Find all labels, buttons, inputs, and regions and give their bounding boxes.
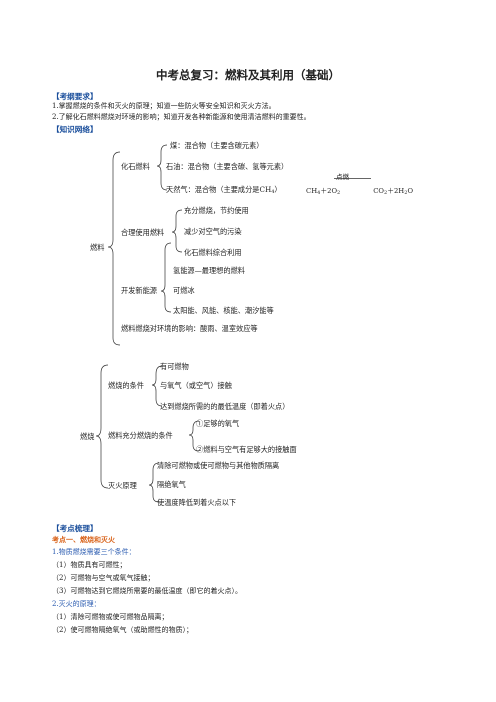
fuel-tree-coal: 煤：混合物（主要含碳元素）	[170, 141, 264, 150]
section-1-item-3: （3）可燃物达到它燃烧所需要的最低温度（即它的着火点）。	[52, 587, 242, 595]
fuel-tree-rational: 合理使用燃料	[121, 228, 165, 237]
requirement-item-2: 2.了解化石燃料燃烧对环境的影响；知道开发各种新能源和使用清洁燃料的重要性。	[52, 113, 311, 121]
exam-requirements-heading: 【考纲要求】	[52, 92, 98, 101]
fuel-tree-fossil: 化石燃料	[121, 162, 150, 171]
fuel-tree-rational-3: 化石燃料综合利用	[184, 248, 242, 257]
burn-tree-full-1: ①足够的氧气	[196, 419, 240, 428]
burn-tree-ext-3: 使温度降低到着火点以下	[157, 498, 237, 507]
burn-tree-cond-3: 达到燃烧所需的的最低温度（即着火点）	[160, 402, 290, 411]
knowledge-network-heading: 【知识网络】	[52, 125, 98, 134]
section-1-item-2: （2）可燃物与空气或氧气接触；	[52, 574, 155, 582]
fuel-tree-oil: 石油：混合物（主要含碳、氢等元素）	[166, 162, 289, 171]
fuel-tree-newenergy-1: 氢能源—最理想的燃料	[173, 266, 245, 275]
section-2-title: 2.灭火的原理：	[52, 600, 101, 608]
section-1-title: 1.物质燃烧需要三个条件：	[52, 548, 136, 556]
points-heading: 【考点梳理】	[52, 524, 98, 533]
page-title: 中考总复习：燃料及其利用（基础）	[156, 68, 340, 82]
fuel-tree-newenergy-3: 太阳能、风能、核能、潮汐能等	[173, 306, 274, 315]
fuel-tree-gas: 天然气：混合物（主要成分是CH4）	[166, 185, 282, 195]
fuel-tree-rational-2: 减少对空气的污染	[184, 227, 242, 236]
fuel-tree-root: 燃料	[90, 243, 105, 252]
fuel-tree-impact: 燃料燃烧对环境的影响：酸雨、温室效应等	[121, 324, 258, 333]
fuel-tree-newenergy: 开发新能源	[121, 286, 157, 295]
burn-tree-full-2: ②燃料与空气有足够大的接触面	[196, 445, 297, 454]
burn-tree-ext-2: 隔绝氧气	[157, 480, 186, 489]
burn-tree-cond-1: 有可燃物	[160, 362, 189, 371]
point-1-heading: 考点一、燃烧和灭火	[52, 535, 115, 544]
burn-tree-full: 燃料充分燃烧的条件	[108, 431, 173, 440]
section-2-item-1: （1）清除可燃物或使可燃物品隔离；	[52, 613, 169, 621]
burn-tree-ext-1: 清除可燃物或使可燃物与其他物质隔离	[157, 461, 280, 470]
section-1-item-1: （1）物质具有可燃性；	[52, 561, 127, 569]
fuel-tree-rational-1: 充分燃烧，节约使用	[184, 206, 249, 215]
fuel-tree-newenergy-2: 可燃冰	[173, 286, 195, 295]
burn-tree-extinguish: 灭火原理	[108, 481, 137, 490]
burn-tree-conditions: 燃烧的条件	[108, 381, 144, 390]
section-2-item-2: （2）使可燃物隔绝氧气（或助燃性的物质）；	[52, 626, 193, 634]
equation-condition: 点燃	[336, 173, 349, 181]
requirement-item-1: 1.掌握燃烧的条件和灭火的原理；知道一些防火等安全知识和灭火方法。	[52, 102, 276, 110]
burn-tree-root: 燃烧	[80, 432, 95, 441]
burn-tree-cond-2: 与氧气（或空气）接触	[160, 381, 232, 390]
